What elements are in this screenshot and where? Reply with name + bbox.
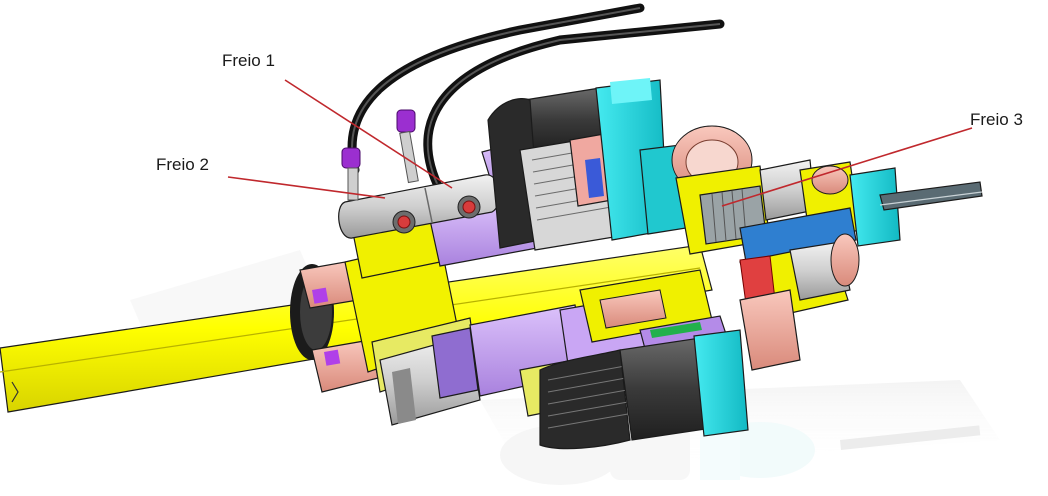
output-shaft <box>0 244 713 413</box>
hydraulic-hoses <box>347 3 725 195</box>
label-freio-1: Freio 1 <box>222 51 275 70</box>
purple-fitting-1 <box>341 147 361 169</box>
red-screw-head-1 <box>392 210 416 234</box>
leader-freio2 <box>227 176 386 199</box>
ring-gear-drum <box>487 87 621 251</box>
left-bearing-assembly <box>290 261 379 393</box>
purple-fitting-2 <box>396 109 416 133</box>
lower-planetary-body <box>431 269 801 450</box>
leader-lines <box>227 79 973 207</box>
leader-freio1 <box>284 79 453 189</box>
right-brake-assembly <box>671 125 983 321</box>
red-screw-head-2 <box>457 195 481 219</box>
leader-freio3 <box>721 127 973 207</box>
label-freio-2: Freio 2 <box>156 155 209 174</box>
label-freio-3: Freio 3 <box>970 110 1023 129</box>
